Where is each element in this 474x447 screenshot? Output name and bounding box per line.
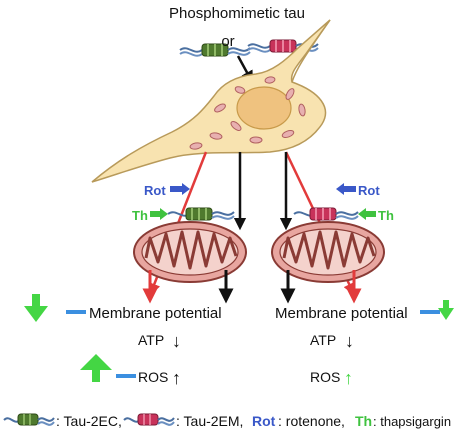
th-label-left: Th (132, 208, 148, 223)
membrane-decrease-icon-right (438, 300, 454, 320)
rot-arrow-right (344, 186, 356, 192)
legend-th-text: : thapsigargin (373, 414, 451, 429)
membrane-label-right: Membrane potential (275, 305, 408, 322)
cell-mitochondria (189, 76, 306, 150)
legend-rot-abbr: Rot (252, 413, 276, 429)
atp-arrow-right: ↓ (345, 331, 354, 351)
membrane-decrease-icon-left (24, 294, 48, 322)
th-arrow-left (150, 211, 160, 217)
membrane-label-left: Membrane potential (89, 305, 222, 322)
atp-label-left: ATP (138, 332, 164, 348)
rot-label-left: Rot (144, 183, 166, 198)
tau-2ec-on-mito (167, 207, 235, 221)
ros-label-left: ROS (138, 369, 168, 385)
rot-label-right: Rot (358, 183, 380, 198)
neuron-cell (91, 19, 331, 183)
tau-entry-arrow (236, 55, 253, 84)
legend-rot-text: : rotenone, (278, 413, 345, 429)
atp-label-right: ATP (310, 332, 336, 348)
dash-left-membrane (66, 310, 86, 314)
tau-2ec-icon (179, 43, 251, 57)
tau-2em-on-mito (293, 207, 359, 221)
ros-label-right: ROS (310, 369, 340, 385)
legend-tau-2em-icon (123, 413, 175, 426)
diagram-title: Phosphomimetic tau (169, 5, 305, 22)
th-label-right: Th (378, 208, 394, 223)
legend-th-abbr: Th (355, 413, 372, 429)
legend-tau-2em: : Tau-2EM, (176, 413, 243, 429)
th-arrow-right (366, 211, 376, 217)
ros-increase-icon-left (80, 354, 112, 382)
dash-left-ros (116, 374, 136, 378)
atp-arrow-left: ↓ (172, 331, 181, 351)
rot-arrow-left (170, 186, 182, 192)
tau-2em-icon (247, 39, 319, 53)
nucleus (236, 86, 292, 130)
mitochondrion-left (133, 221, 247, 283)
legend-tau-2ec-icon (3, 413, 55, 426)
dash-right-membrane (420, 310, 440, 314)
or-label: or (221, 33, 234, 50)
mitochondrion-right (271, 221, 385, 283)
ros-arrow-left: ↑ (172, 368, 181, 388)
legend-tau-2ec: : Tau-2EC, (56, 413, 122, 429)
ros-arrow-right: ↑ (344, 368, 353, 388)
